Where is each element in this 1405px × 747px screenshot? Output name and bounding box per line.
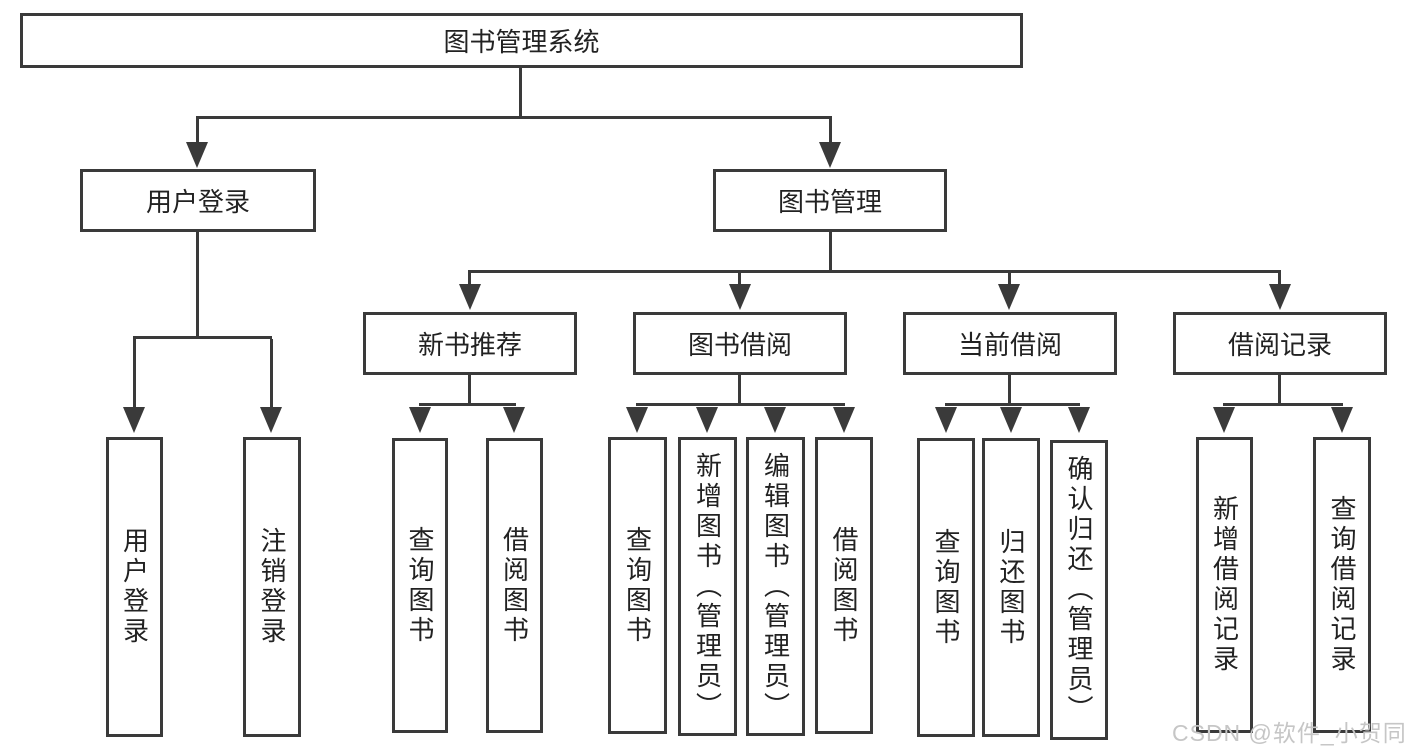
arrow-down-icon [1269,284,1291,310]
arrow-down-icon [123,407,145,433]
node-label: 查询图书 [931,527,961,648]
node-label: 图书管理系统 [443,27,600,57]
node-add-books-admin: 新增图书（管理员） [678,437,737,736]
arrow-down-icon [729,284,751,310]
edge-line [738,273,741,286]
node-book-management-system: 图书管理系统 [20,13,1023,68]
node-label: 确认归还（管理员） [1064,455,1094,725]
edge-line [196,232,199,338]
csdn-watermark: CSDN @软件_小贺同学 [1172,720,1405,746]
node-label: 查询借阅记录 [1327,495,1357,675]
node-label: 借阅图书 [499,525,530,646]
edge-line [196,116,832,119]
node-label: 查询图书 [622,525,653,646]
edge-line [829,119,832,143]
node-label: 图书管理 [777,187,882,217]
edge-line [196,119,199,143]
edge-line [636,403,845,406]
node-label: 借阅图书 [829,525,859,646]
node-query-books-recommend: 查询图书 [392,438,448,733]
node-label: 新书推荐 [417,330,522,360]
node-add-borrow-record: 新增借阅记录 [1196,437,1253,733]
node-label: 借阅记录 [1227,330,1332,360]
node-label: 新增借阅记录 [1209,495,1240,675]
node-user-login: 用户登录 [80,169,316,232]
node-borrow-books: 借阅图书 [815,437,873,734]
arrow-down-icon [409,407,431,433]
node-label: 新增图书（管理员） [692,451,723,722]
edge-line [133,336,272,339]
node-current-borrowing: 当前借阅 [903,312,1117,375]
edge-line [738,375,741,405]
edge-line [419,403,516,406]
edge-line [468,375,471,405]
edge-line [468,273,471,286]
edge-line [468,270,1281,273]
edge-line [829,232,832,272]
node-query-books-current: 查询图书 [917,438,975,737]
node-label: 当前借阅 [957,330,1062,360]
arrow-down-icon [459,284,481,310]
node-logout: 注销登录 [243,437,301,737]
edge-line [519,68,522,118]
node-edit-books-admin: 编辑图书（管理员） [746,437,805,736]
edge-line [1278,273,1281,286]
arrow-down-icon [764,407,786,433]
edge-line [1008,375,1011,405]
node-query-borrow-record: 查询借阅记录 [1313,437,1371,733]
node-label: 用户登录 [145,187,250,217]
arrow-down-icon [696,407,718,433]
arrow-down-icon [1068,407,1090,433]
edge-line [945,403,1080,406]
arrow-down-icon [503,407,525,433]
edge-line [1278,375,1281,405]
arrow-down-icon [998,284,1020,310]
arrow-down-icon [1331,407,1353,433]
arrow-down-icon [1000,407,1022,433]
edge-line [270,339,273,408]
node-user-login-leaf: 用户登录 [106,437,163,737]
arrow-down-icon [626,407,648,433]
arrow-down-icon [260,407,282,433]
arrow-down-icon [1213,407,1235,433]
arrow-down-icon [833,407,855,433]
node-label: 编辑图书（管理员） [760,451,791,722]
node-return-books: 归还图书 [982,438,1040,737]
node-borrowing-records: 借阅记录 [1173,312,1387,375]
node-book-borrowing: 图书借阅 [633,312,847,375]
arrow-down-icon [935,407,957,433]
node-label: 归还图书 [996,527,1026,648]
node-label: 查询图书 [405,525,435,646]
arrow-down-icon [186,142,208,168]
node-borrow-books-recommend: 借阅图书 [486,438,543,733]
node-label: 图书借阅 [687,330,792,360]
node-new-book-recommend: 新书推荐 [363,312,577,375]
node-query-books-borrowing: 查询图书 [608,437,667,734]
node-book-management: 图书管理 [713,169,947,232]
edge-line [1008,273,1011,286]
node-label: 用户登录 [119,527,150,647]
edge-line [133,339,136,408]
node-label: 注销登录 [257,527,287,647]
node-confirm-return-admin: 确认归还（管理员） [1050,440,1108,740]
arrow-down-icon [819,142,841,168]
edge-line [1223,403,1343,406]
